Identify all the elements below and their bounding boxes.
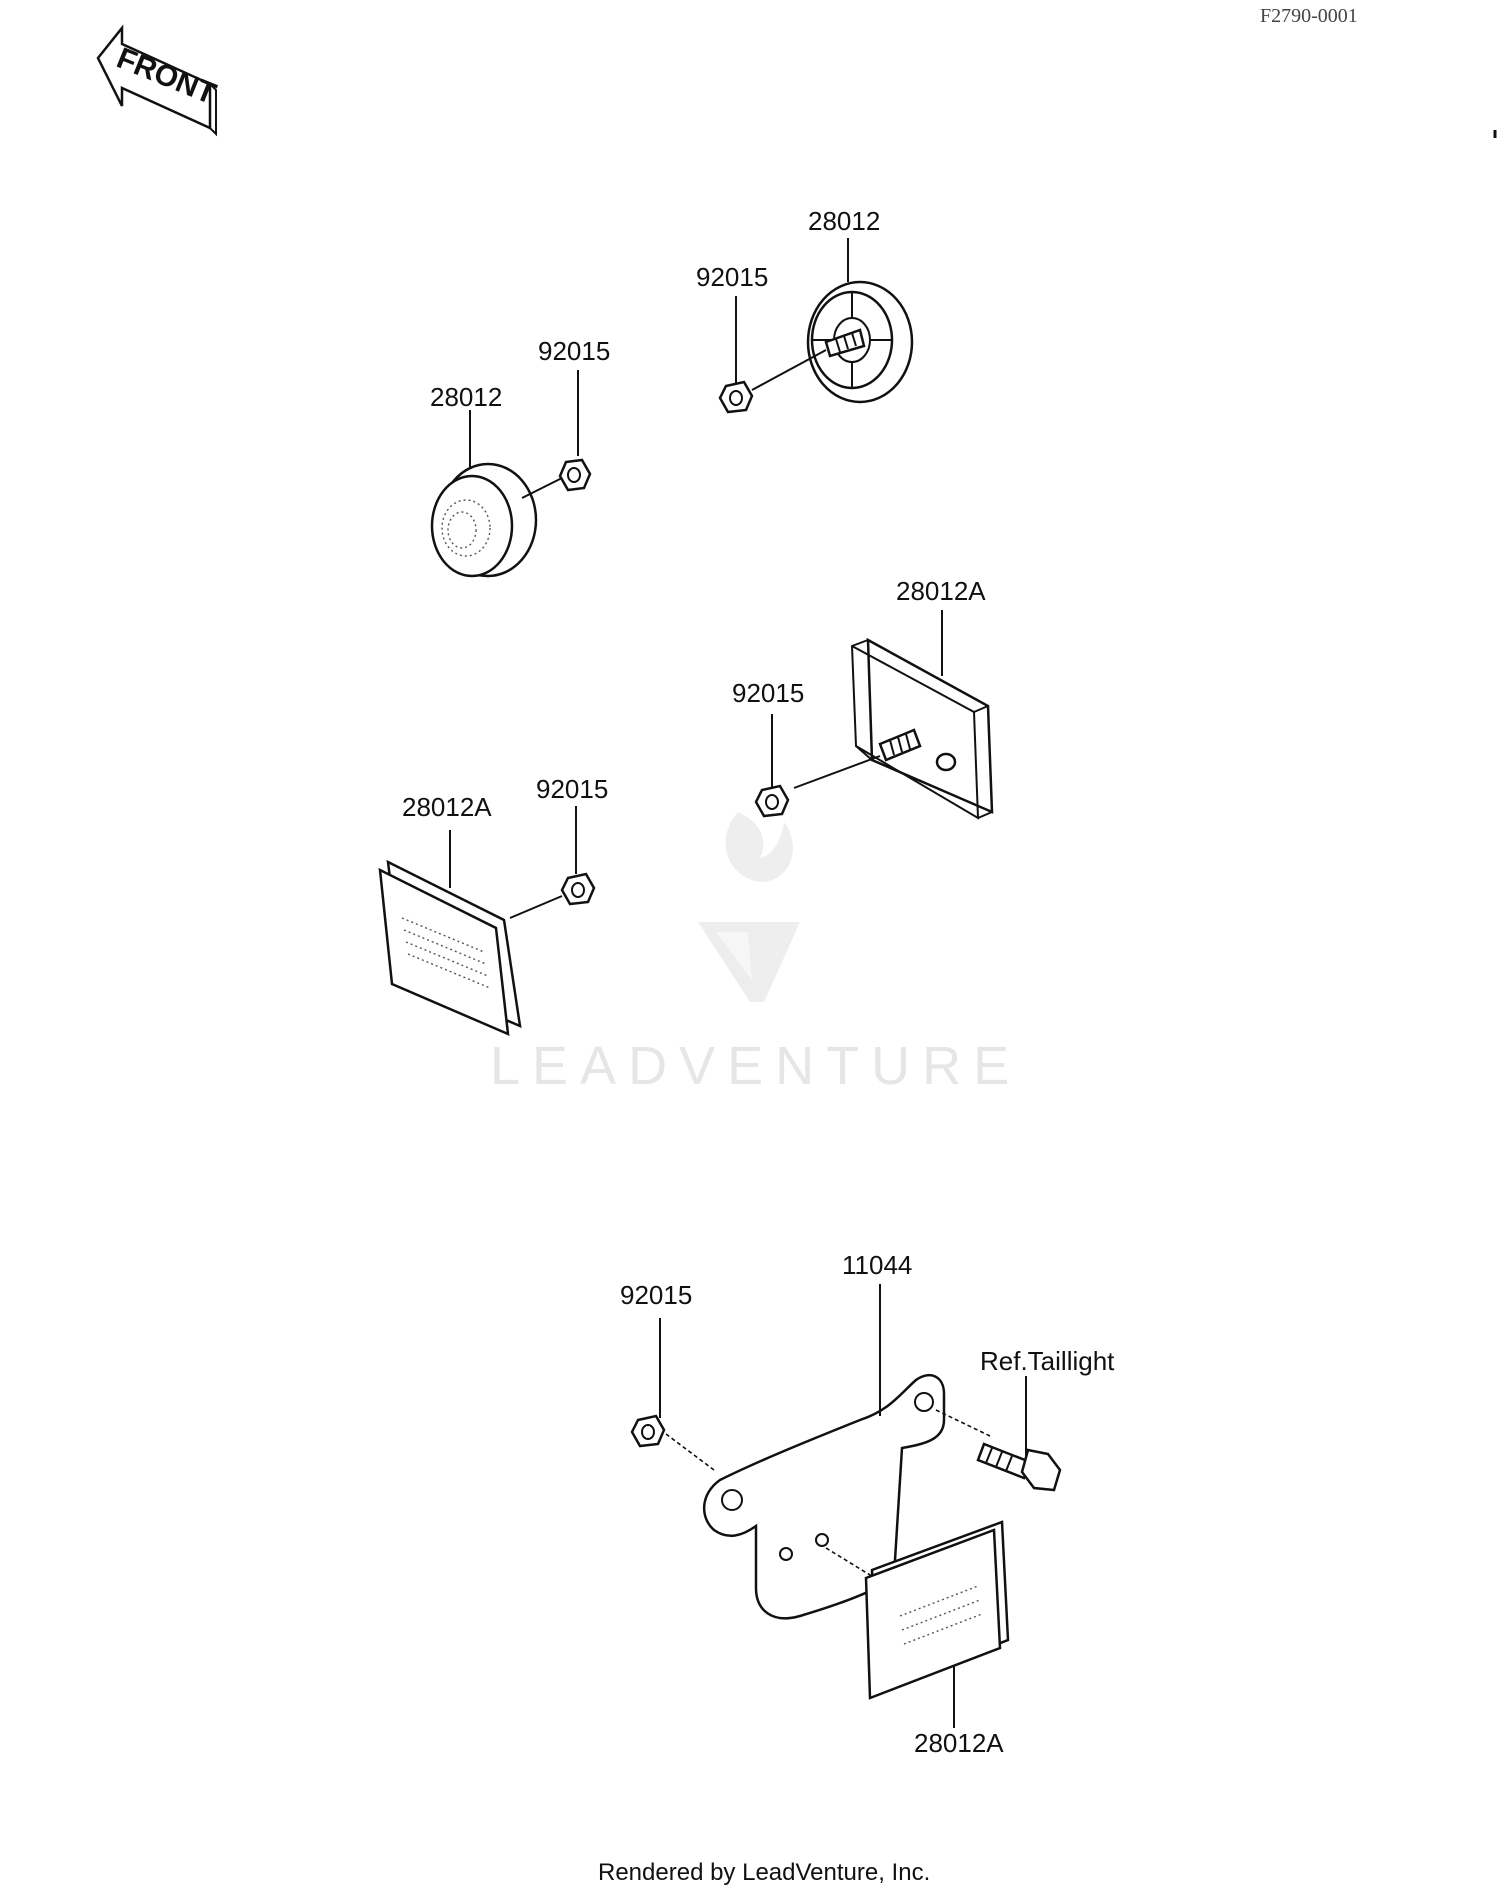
callout-label: 92015: [732, 678, 804, 708]
callout-label: 28012A: [914, 1728, 1004, 1758]
license-bracket: [702, 1374, 946, 1620]
dashed-line: [935, 1409, 991, 1437]
callout-label: 92015: [620, 1280, 692, 1310]
footer-credit: Rendered by LeadVenture, Inc.: [598, 1859, 930, 1886]
nut-92015-bottom: [630, 1414, 666, 1448]
callout-label: 28012: [808, 206, 880, 236]
watermark-text: LEADVENTURE: [490, 1036, 1021, 1096]
round-reflector-back: [718, 280, 914, 414]
callout-label: 28012A: [896, 576, 986, 606]
callout-label: 92015: [538, 336, 610, 366]
watermark-logo: [698, 812, 800, 1002]
rect-reflector-bottom: [864, 1520, 1010, 1700]
callout-label: 92015: [536, 774, 608, 804]
callout-label: 11044: [842, 1250, 912, 1280]
callout-label: 28012: [430, 382, 502, 412]
callout-label: 28012A: [402, 792, 492, 822]
round-reflector-left: [430, 458, 592, 578]
rect-reflector-back: [754, 637, 994, 820]
front-arrow-icon: FRONT: [96, 24, 220, 137]
dashed-line: [825, 1547, 889, 1587]
dashed-line: [665, 1433, 715, 1471]
drawing-code: F2790-0001: [1260, 5, 1358, 27]
callout-label: Ref.Taillight: [980, 1346, 1115, 1376]
callout-label: 92015: [696, 262, 768, 292]
rect-reflector-front: [378, 859, 596, 1037]
taillight-bolt: [976, 1442, 1062, 1492]
